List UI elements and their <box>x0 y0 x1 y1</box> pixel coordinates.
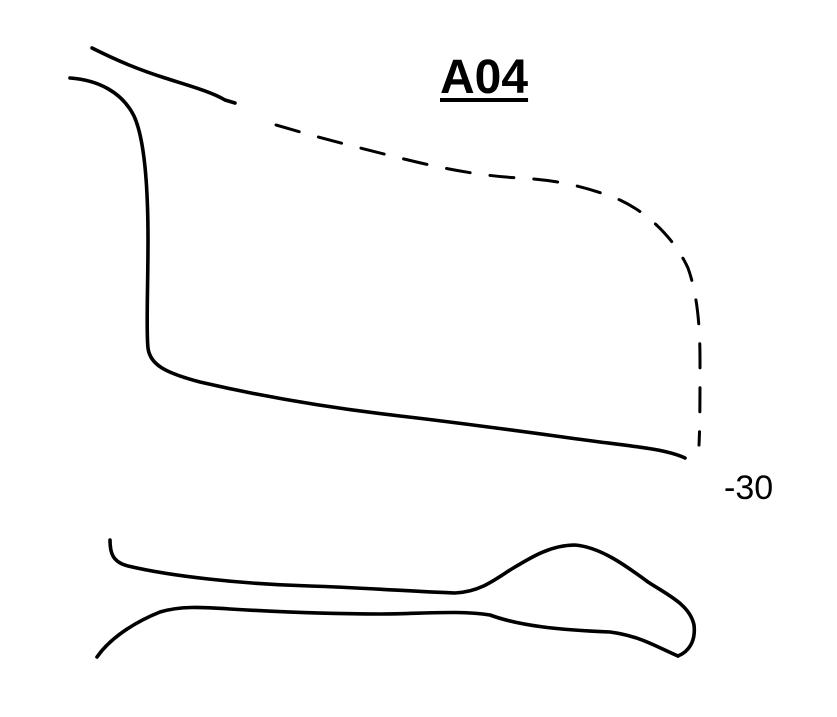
lower-structure-upper-outline <box>108 538 697 658</box>
top-left-outline-stroke <box>90 46 237 105</box>
figure-title: A04 <box>440 51 529 104</box>
main-region-dashed-boundary <box>274 123 702 447</box>
depth-label: -30 <box>724 469 774 507</box>
lower-structure-lower-outline <box>95 605 680 659</box>
main-region-solid-outline <box>68 76 687 460</box>
